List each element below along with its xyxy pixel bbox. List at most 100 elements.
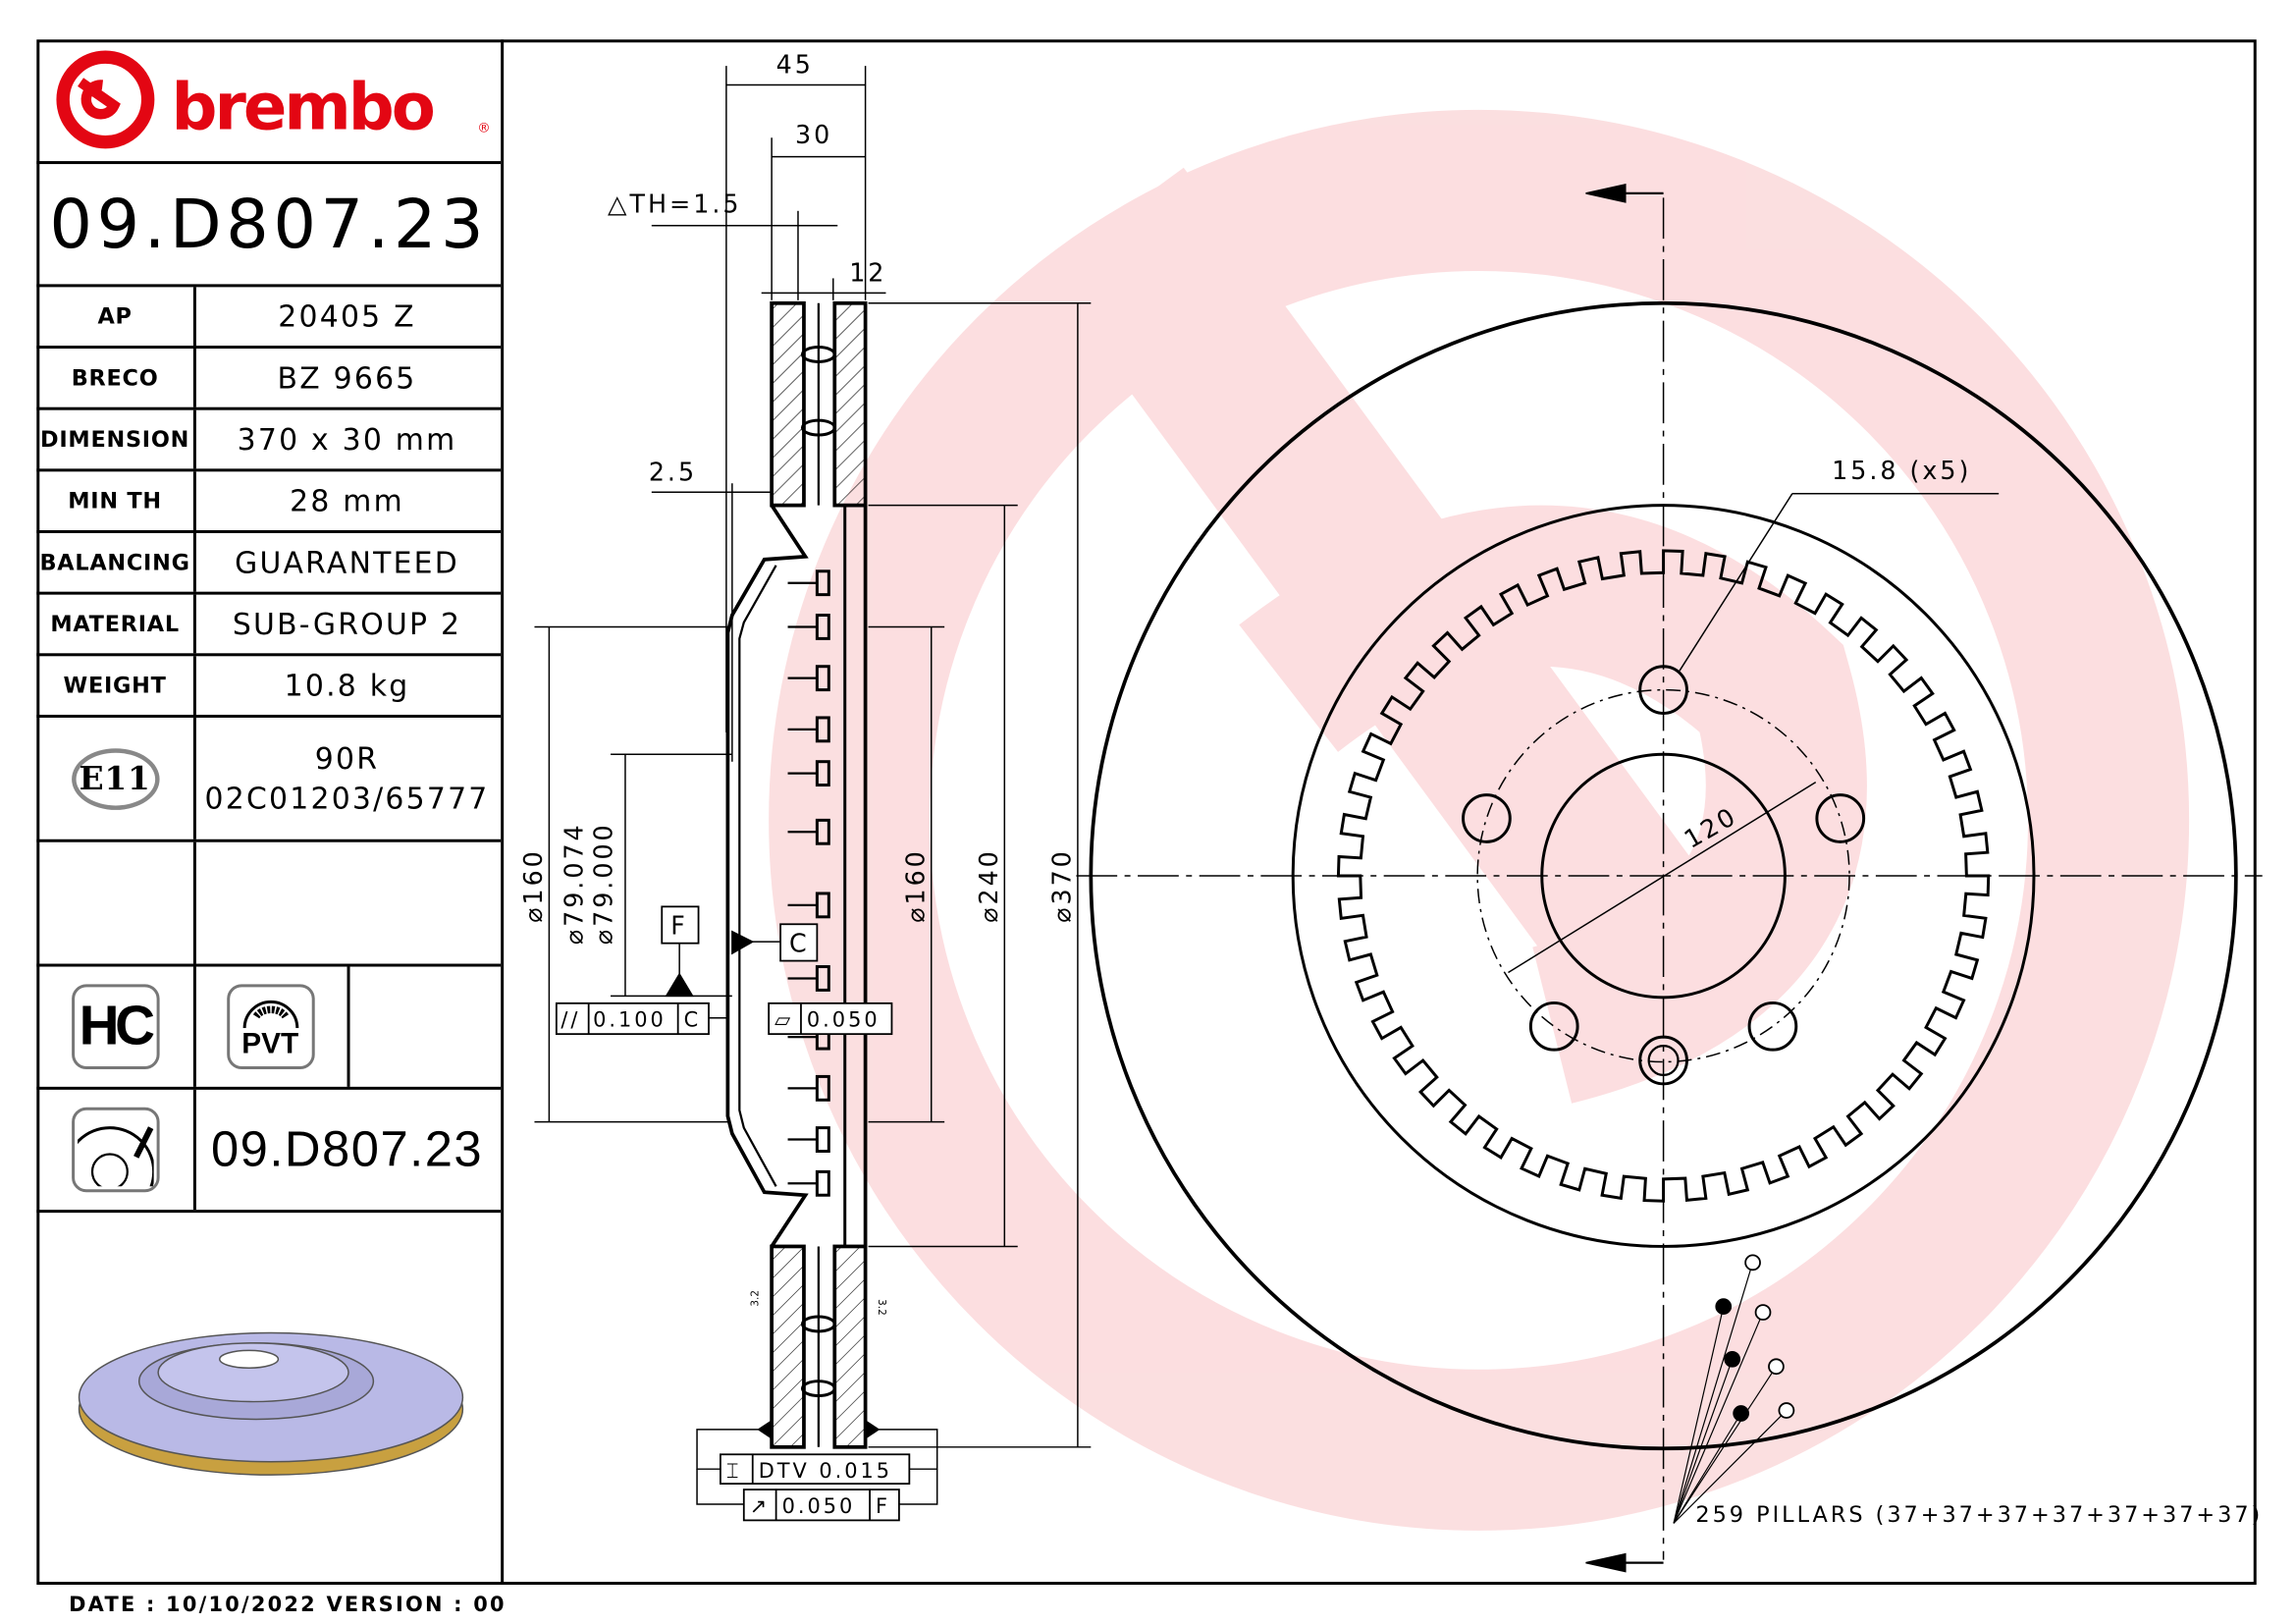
runout-value: 0.050	[782, 1494, 856, 1518]
tone-ring-teeth	[1336, 549, 1991, 1203]
runout-symbol: ↗	[750, 1494, 770, 1518]
datum-f-box	[661, 905, 700, 945]
datum-c-triangle	[731, 930, 755, 955]
spec-value: 28 mm	[290, 483, 404, 519]
spec-value: 10.8 kg	[284, 668, 410, 704]
center-bore	[1540, 752, 1787, 1000]
bolt-hole	[1815, 793, 1866, 843]
brembo-wordmark: brembo	[172, 70, 434, 144]
datum-f-label: F	[670, 911, 688, 941]
flatness-value: 0.050	[807, 1008, 881, 1032]
badge-row: HC PVT	[36, 966, 502, 1090]
dtv-symbol: ⌶	[726, 1459, 742, 1483]
outer-diameter-circle	[1089, 300, 2238, 1451]
dia-79-074: ⌀79.074	[560, 822, 589, 945]
pillar-leader	[1673, 1366, 1777, 1524]
disc-front-view	[1076, 184, 2263, 1573]
part-number: 09.D807.23	[49, 184, 489, 264]
part-number-bottom-cell: 09.D807.23	[193, 1090, 501, 1210]
drawing-frame	[36, 39, 2257, 1586]
dia-79-000: ⌀79.000	[589, 822, 618, 945]
pillar-leader	[1673, 1413, 1742, 1524]
pvt-cell: PVT	[193, 966, 350, 1087]
runout-datum: F	[876, 1494, 890, 1518]
pvt-disc-icon	[241, 1000, 298, 1029]
dim-2-5: 2.5	[649, 457, 697, 486]
datum-c-box	[779, 923, 819, 962]
pvt-label: PVT	[241, 1028, 299, 1060]
roughness-left: 3.2	[750, 1290, 762, 1307]
brembo-logo-icon	[56, 50, 155, 149]
dia-370: ⌀370	[1046, 848, 1076, 923]
spec-label: WEIGHT	[36, 656, 196, 715]
pillar-leader	[1673, 1359, 1734, 1524]
datum-c-label: C	[789, 929, 810, 958]
disc-cross-section	[534, 66, 1092, 1522]
homologation-row: E11 90R 02C01203/65777	[36, 717, 502, 842]
hc-badge-icon: HC	[71, 984, 159, 1069]
pcd-leader	[1508, 781, 1817, 974]
bolt-hole	[1462, 793, 1512, 843]
pillar-marker	[1768, 1358, 1785, 1376]
brembo-watermark	[769, 109, 2190, 1531]
dim-12: 12	[849, 257, 886, 287]
bolt-hole	[1747, 1001, 1798, 1052]
locating-hole	[1638, 1035, 1688, 1086]
spec-value: 20405 Z	[278, 298, 416, 335]
dim-45: 45	[776, 50, 814, 80]
disc-machining-icon	[71, 1107, 159, 1193]
bottom-part-row: 09.D807.23	[36, 1089, 502, 1214]
spec-value: GUARANTEED	[235, 544, 459, 580]
parallelism-symbol: //	[561, 1008, 580, 1032]
hc-cell: HC	[36, 966, 196, 1087]
spec-label: MATERIAL	[36, 594, 196, 654]
bolt-hole-leader	[1679, 493, 1793, 672]
delta-th: △TH=1.5	[608, 189, 741, 218]
part-number-bottom: 09.D807.23	[210, 1120, 484, 1177]
locating-hole-inner	[1647, 1044, 1680, 1077]
section-arrow-bottom	[1585, 1552, 1627, 1573]
datum-f-triangle	[665, 972, 694, 998]
spec-row-ap: AP 20405 Z	[36, 287, 502, 350]
e11-cell: E11	[36, 717, 196, 839]
disc-icon-cell	[36, 1089, 196, 1211]
brembo-logo: brembo ®	[56, 50, 491, 149]
spec-value: SUB-GROUP 2	[232, 606, 462, 642]
registered-mark: ®	[477, 121, 490, 135]
homologation-value: 90R 02C01203/65777	[193, 718, 501, 839]
parallelism-value: 0.100	[593, 1008, 667, 1032]
dtv-value: DTV 0.015	[759, 1459, 892, 1483]
pillar-leader	[1673, 1262, 1754, 1524]
spec-label: DIMENSION	[36, 409, 196, 469]
pcd-circle	[1476, 688, 1850, 1063]
empty-cell	[36, 841, 196, 964]
spec-row-min-th: MIN TH 28 mm	[36, 471, 502, 533]
spec-row-material: MATERIAL SUB-GROUP 2	[36, 594, 502, 657]
dia-240: ⌀240	[974, 848, 1003, 923]
parallelism-datum: C	[684, 1008, 702, 1032]
spec-row-weight: WEIGHT 10.8 kg	[36, 656, 502, 718]
roughness-right: 3.2	[876, 1299, 887, 1316]
section-arrow-top	[1585, 184, 1627, 203]
flatness-frame	[768, 1001, 893, 1036]
pillar-leader	[1673, 1306, 1725, 1524]
pillar-marker	[1778, 1402, 1795, 1419]
runout-frame	[742, 1489, 900, 1522]
spec-label: MIN TH	[36, 471, 196, 530]
pillar-marker	[1754, 1304, 1772, 1321]
spec-label: AP	[36, 287, 196, 347]
part-number-row: 09.D807.23	[36, 164, 502, 288]
homologation-line2: 02C01203/65777	[204, 780, 490, 816]
pillar-marker	[1733, 1405, 1749, 1422]
dia-160-right: ⌀160	[900, 848, 930, 923]
pillar-leader	[1673, 1312, 1764, 1524]
disc-3d-render	[78, 1331, 464, 1476]
pillar-marker	[1715, 1298, 1733, 1315]
spec-value: BZ 9665	[277, 359, 417, 396]
